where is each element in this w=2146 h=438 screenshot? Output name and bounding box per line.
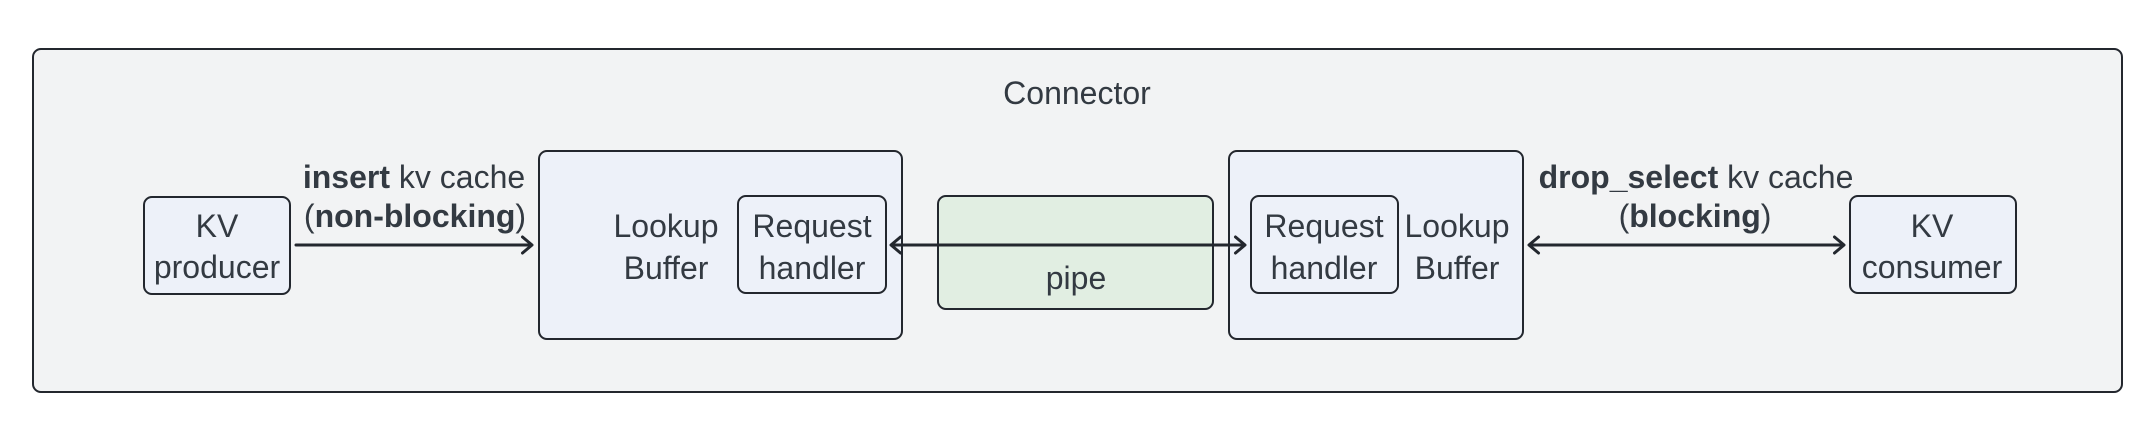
svg-text:consumer: consumer: [1862, 249, 2003, 285]
svg-text:KV: KV: [196, 208, 239, 244]
svg-text:Request: Request: [752, 208, 871, 244]
svg-text:Request: Request: [1264, 208, 1383, 244]
svg-text:KV: KV: [1911, 208, 1954, 244]
svg-text:Buffer: Buffer: [1415, 250, 1500, 286]
svg-text:Buffer: Buffer: [624, 250, 709, 286]
svg-text:producer: producer: [154, 249, 281, 285]
svg-text:handler: handler: [1271, 250, 1378, 286]
svg-text:Lookup: Lookup: [614, 208, 719, 244]
svg-text:pipe: pipe: [1046, 260, 1107, 296]
svg-text:drop_select kv cache: drop_select kv cache: [1539, 159, 1854, 195]
svg-text:Connector: Connector: [1003, 75, 1151, 111]
svg-text:(non-blocking): (non-blocking): [304, 198, 526, 234]
svg-text:insert kv cache: insert kv cache: [303, 159, 525, 195]
svg-text:Lookup: Lookup: [1405, 208, 1510, 244]
svg-text:(blocking): (blocking): [1619, 198, 1772, 234]
svg-text:handler: handler: [759, 250, 866, 286]
